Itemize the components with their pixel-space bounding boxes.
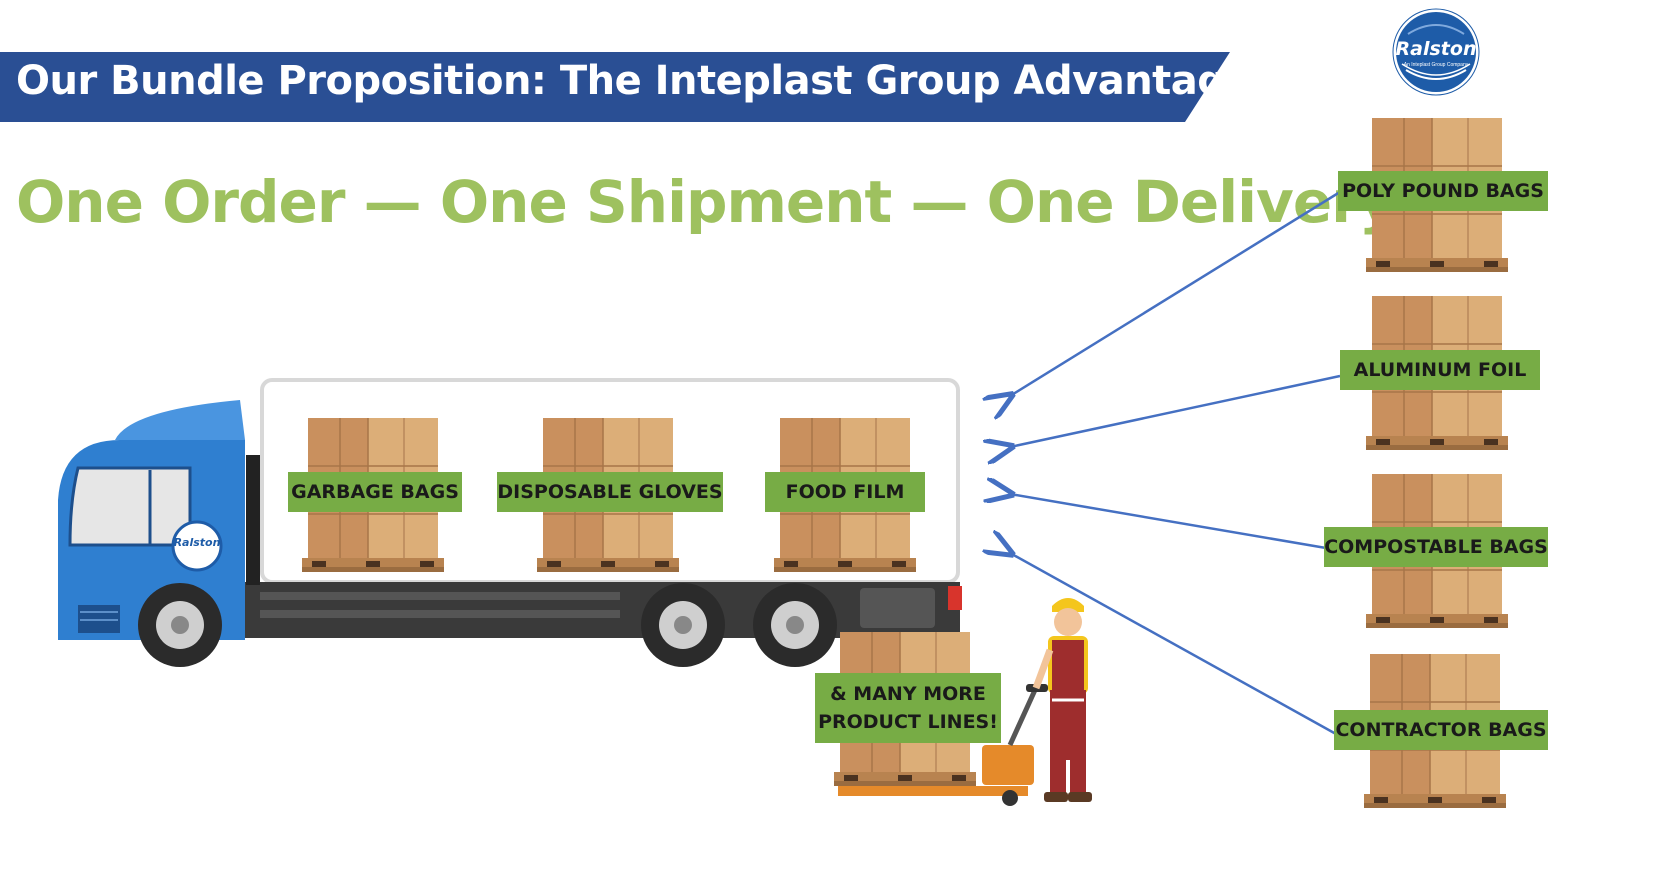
label-compostable-bags: COMPOSTABLE BAGS <box>1324 527 1548 567</box>
banner-shape <box>0 52 1230 122</box>
label-garbage-bags: GARBAGE BAGS <box>288 472 462 512</box>
label-many-more-product-lines: & MANY MORE PRODUCT LINES! <box>815 673 1001 743</box>
arrows <box>1010 190 1341 736</box>
title-banner: Our Bundle Proposition: The Inteplast Gr… <box>0 52 1253 122</box>
worker-icon <box>1032 598 1092 802</box>
truck-wheels <box>138 583 837 667</box>
tagline: One Order — One Shipment — One Delivery <box>16 168 1397 236</box>
truck-logo-icon <box>171 520 223 572</box>
label-food-film: FOOD FILM <box>765 472 925 512</box>
logo-circle-icon <box>1392 8 1480 96</box>
logo-name: Ralston <box>1395 38 1477 60</box>
label-poly-pound-bags: POLY POUND BAGS <box>1338 171 1548 211</box>
truck-logo-label: Ralston <box>173 536 221 549</box>
page-title: Our Bundle Proposition: The Inteplast Gr… <box>16 58 1253 104</box>
label-disposable-gloves: DISPOSABLE GLOVES <box>497 472 723 512</box>
ralston-logo: Ralston An Inteplast Group Company <box>1392 8 1480 96</box>
pallet-jack-icon <box>838 684 1048 806</box>
label-contractor-bags: CONTRACTOR BAGS <box>1334 710 1548 750</box>
many-more-line2: PRODUCT LINES! <box>818 711 998 733</box>
many-more-line1: & MANY MORE <box>830 683 986 705</box>
label-aluminum-foil: ALUMINUM FOIL <box>1340 350 1540 390</box>
logo-subtitle: An Inteplast Group Company <box>1403 62 1469 68</box>
